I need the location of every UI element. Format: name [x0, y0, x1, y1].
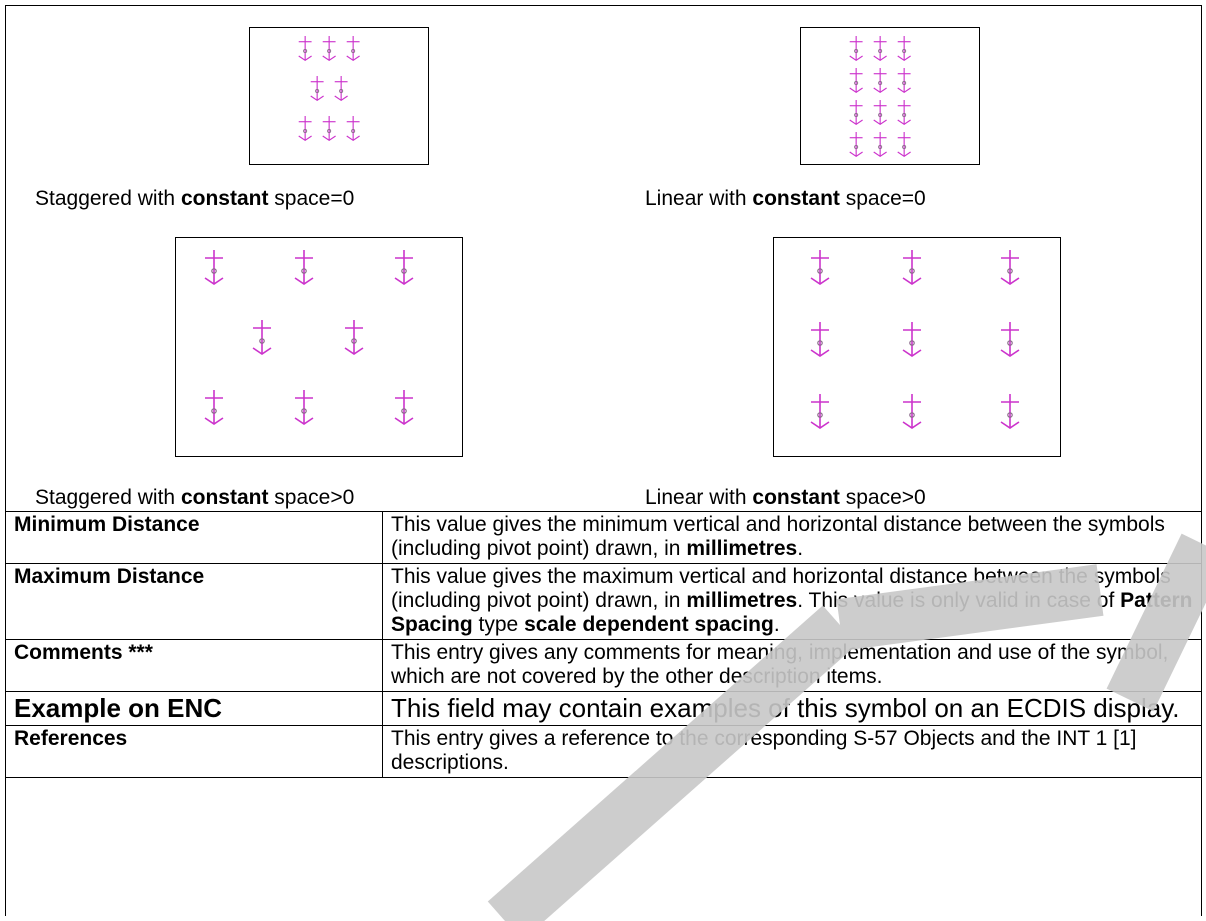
figure-caption-staggered-gt: Staggered with constant space>0 — [35, 486, 355, 509]
row-key: Comments *** — [5, 639, 383, 692]
anchor-icon — [873, 100, 887, 125]
anchor-icon — [897, 132, 911, 157]
anchor-icon — [1000, 322, 1020, 357]
anchor-icon — [810, 250, 830, 285]
anchor-icon — [334, 76, 348, 101]
description-text: This field may contain examples of this … — [391, 693, 1180, 723]
anchor-icon — [344, 320, 364, 355]
figure-caption-linear-zero: Linear with constant space=0 — [645, 187, 926, 210]
description-text: . — [797, 537, 804, 560]
anchor-icon — [849, 68, 863, 93]
anchor-icon — [294, 250, 314, 285]
row-key: References — [5, 725, 383, 778]
anchor-icon — [902, 394, 922, 429]
linear-zero-figure — [800, 27, 980, 165]
row-description: This entry gives any comments for meanin… — [382, 639, 1202, 692]
linear-gt-figure — [773, 237, 1061, 457]
description-text: This value gives the minimum vertical an… — [391, 513, 1165, 560]
anchor-icon — [298, 116, 312, 141]
figure-caption-linear-gt: Linear with constant space>0 — [645, 486, 926, 509]
staggered-zero-figure — [249, 27, 429, 165]
anchor-icon — [298, 36, 312, 61]
bold-term: millimetres — [686, 589, 798, 612]
row-key: Example on ENC — [5, 691, 383, 726]
description-text: . This value is only valid in case of — [797, 589, 1121, 612]
anchor-icon — [897, 36, 911, 61]
description-text: . — [773, 613, 780, 636]
figure-caption-staggered-zero: Staggered with constant space=0 — [35, 187, 355, 210]
description-text: type — [472, 613, 525, 636]
row-description: This entry gives a reference to the corr… — [382, 725, 1202, 778]
anchor-icon — [902, 322, 922, 357]
bold-term: millimetres — [686, 537, 798, 560]
row-key: Minimum Distance — [5, 511, 383, 564]
anchor-icon — [897, 100, 911, 125]
table-row: Example on ENC This field may contain exa… — [5, 691, 1202, 726]
anchor-icon — [294, 390, 314, 425]
row-description: This field may contain examples of this … — [382, 691, 1202, 726]
anchor-icon — [810, 322, 830, 357]
description-text: This entry gives a reference to the corr… — [391, 727, 1137, 774]
anchor-icon — [252, 320, 272, 355]
anchor-icon — [204, 390, 224, 425]
anchor-icon — [849, 100, 863, 125]
staggered-gt-figure — [175, 237, 463, 457]
anchor-icon — [810, 394, 830, 429]
anchor-icon — [849, 36, 863, 61]
row-key: Maximum Distance — [5, 563, 383, 640]
description-text: This entry gives any comments for meanin… — [391, 641, 1169, 688]
page-frame — [5, 5, 1202, 916]
bold-term: scale dependent spacing — [524, 613, 774, 636]
row-description: This value gives the minimum vertical an… — [382, 511, 1202, 564]
anchor-icon — [873, 36, 887, 61]
anchor-icon — [873, 132, 887, 157]
anchor-icon — [1000, 250, 1020, 285]
table-row: Comments ***This entry gives any comment… — [5, 639, 1202, 692]
anchor-icon — [394, 390, 414, 425]
anchor-icon — [902, 250, 922, 285]
anchor-icon — [873, 68, 887, 93]
anchor-icon — [897, 68, 911, 93]
anchor-icon — [1000, 394, 1020, 429]
anchor-icon — [394, 250, 414, 285]
anchor-icon — [310, 76, 324, 101]
anchor-icon — [346, 36, 360, 61]
anchor-icon — [346, 116, 360, 141]
anchor-icon — [322, 116, 336, 141]
anchor-icon — [322, 36, 336, 61]
row-description: This value gives the maximum vertical an… — [382, 563, 1202, 640]
anchor-icon — [204, 250, 224, 285]
anchor-icon — [849, 132, 863, 157]
